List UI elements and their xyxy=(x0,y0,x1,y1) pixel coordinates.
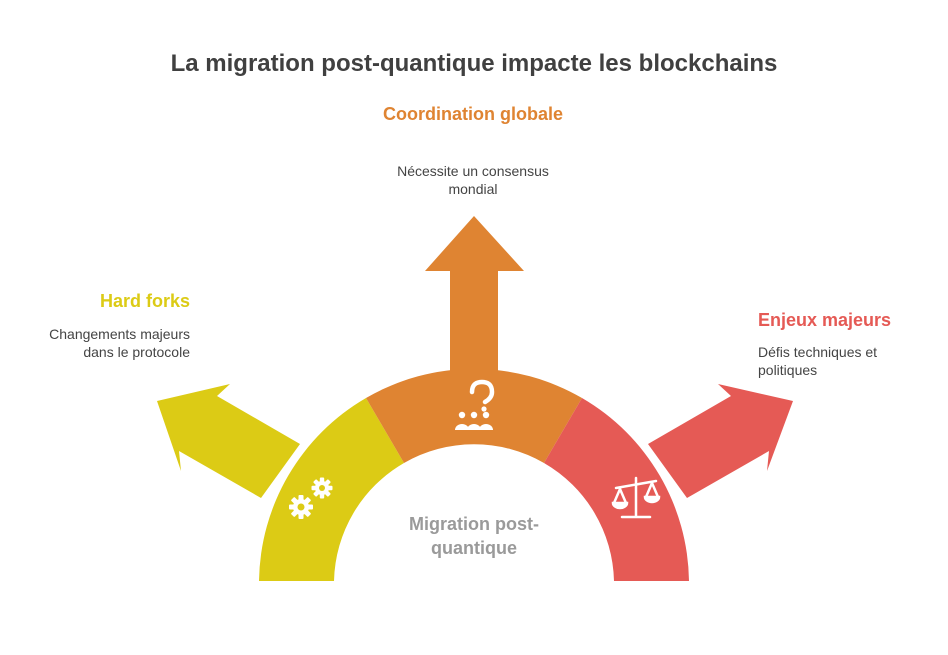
gears-icon xyxy=(289,477,333,519)
hard-forks-segment xyxy=(157,384,404,581)
scales-icon xyxy=(611,476,661,519)
enjeux-title: Enjeux majeurs xyxy=(758,310,892,330)
diagram-title: La migration post-quantique impacte les … xyxy=(170,50,778,77)
coordination-title: Coordination globale xyxy=(383,104,563,124)
hard-forks-description: Changements majeurs dans le protocole xyxy=(49,326,190,360)
center-label: Migration post-quantique xyxy=(409,514,539,558)
coordination-description: Nécessite un consensus mondial xyxy=(397,163,549,197)
enjeux-arc xyxy=(544,398,689,581)
coordination-arrow xyxy=(425,216,524,380)
enjeux-segment xyxy=(544,384,793,581)
enjeux-description: Défis techniques et politiques xyxy=(758,344,878,378)
hard-forks-arrow xyxy=(157,384,300,498)
enjeux-arrow xyxy=(648,384,793,498)
hard-forks-title: Hard forks xyxy=(99,291,190,311)
people-question-icon xyxy=(455,379,495,430)
